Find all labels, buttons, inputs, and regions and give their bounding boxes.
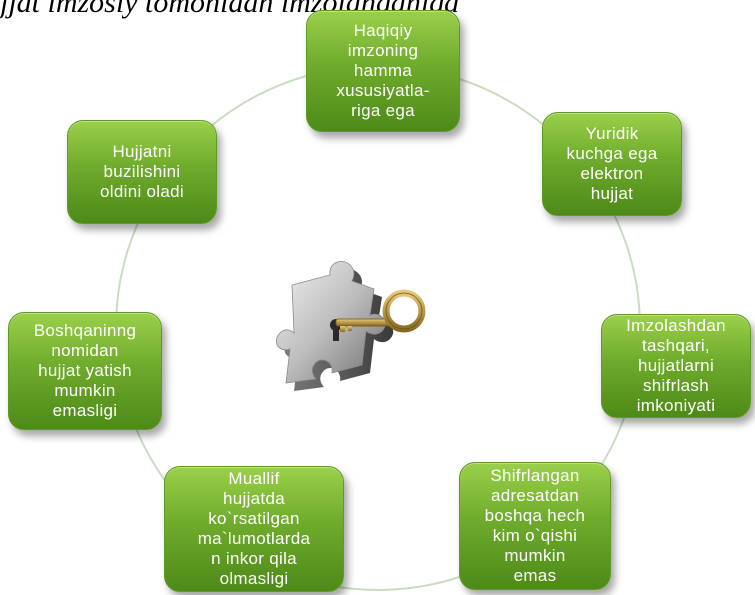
node-upper-right: Yuridik kuchga ega elektron hujjat: [542, 112, 682, 216]
node-left: Boshqaninng nomidan hujjat yatish mumkin…: [8, 312, 162, 430]
node-right: Imzolashdan tashqari, hujjatlarni shifrl…: [601, 314, 751, 418]
node-top: Haqiqiy imzoning hamma xususiyatla- riga…: [306, 10, 460, 132]
node-lower-left: Muallif hujjatda ko`rsatilgan ma`lumotla…: [164, 466, 344, 592]
node-upper-left: Hujjatni buzilishini oldini oladi: [67, 120, 217, 224]
puzzle-key-icon: [276, 261, 426, 391]
node-lower-right: Shifrlangan adresatdan boshqa hech kim o…: [459, 462, 611, 590]
